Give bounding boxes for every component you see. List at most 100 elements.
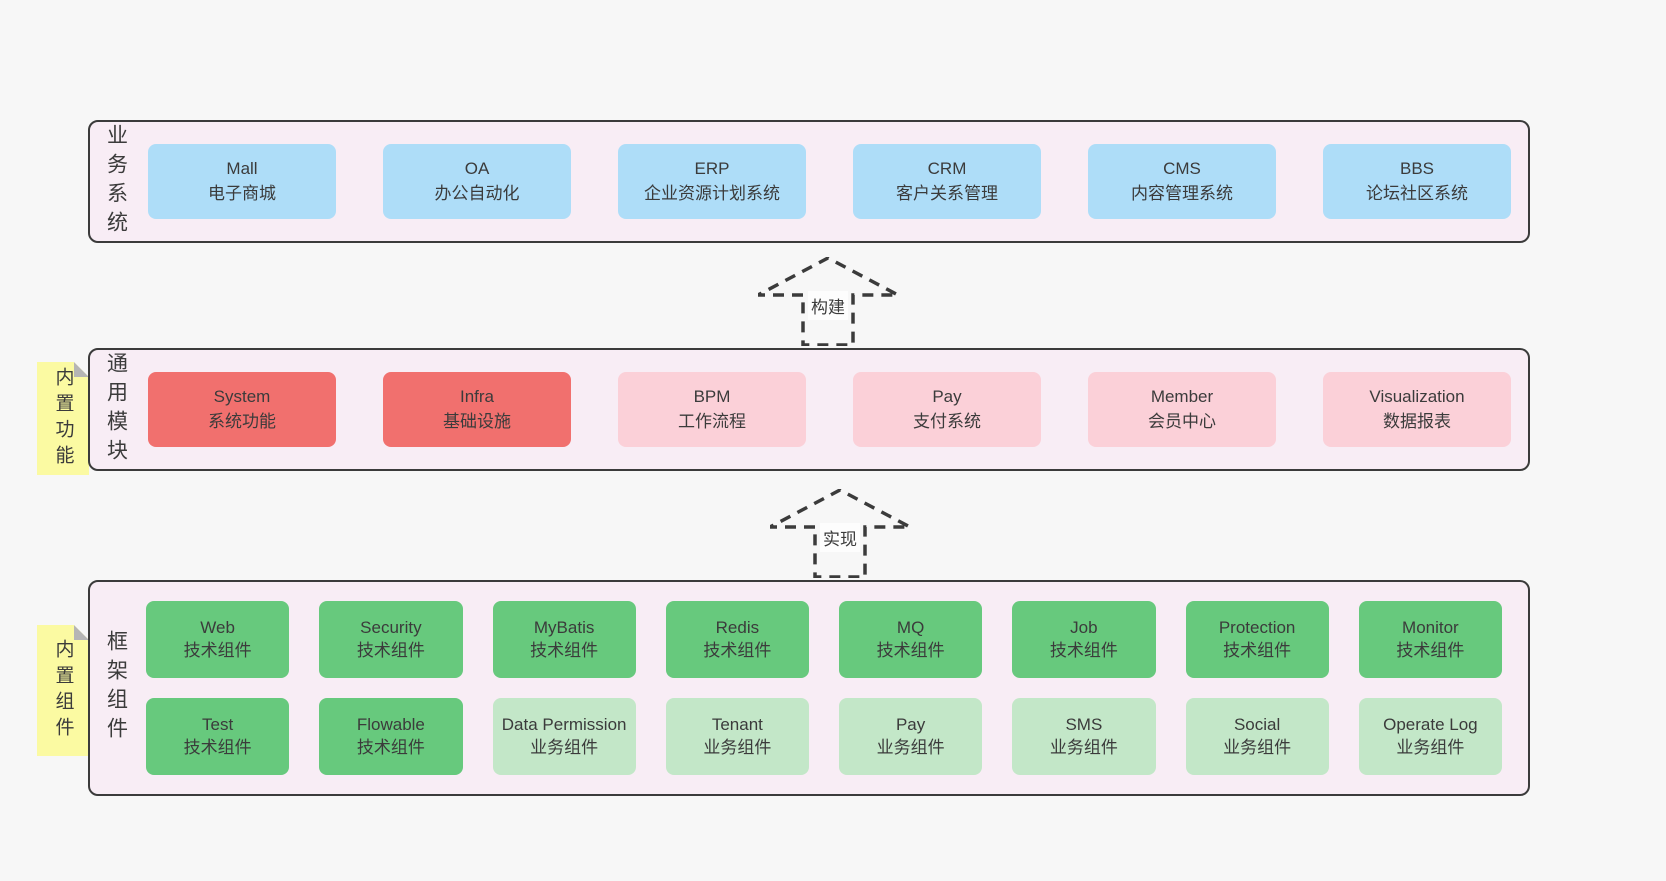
box-desc: 技术组件 bbox=[356, 640, 425, 660]
box-desc: 业务组件 bbox=[1223, 737, 1292, 757]
box-desc: 业务组件 bbox=[703, 737, 772, 757]
box-name: Web bbox=[200, 618, 235, 638]
layer-label-business-systems: 业务系统 bbox=[90, 122, 142, 241]
note-fold-icon bbox=[74, 625, 89, 640]
box-cms: CMS 内容管理系统 bbox=[1088, 144, 1276, 219]
box-desc: 技术组件 bbox=[876, 640, 945, 660]
layer-label-framework-components: 框架组件 bbox=[90, 582, 142, 794]
box-sms: SMS 业务组件 bbox=[1012, 698, 1156, 775]
box-desc: 技术组件 bbox=[703, 640, 772, 660]
box-desc: 技术组件 bbox=[356, 737, 425, 757]
box-desc: 会员中心 bbox=[1148, 411, 1216, 431]
box-name: Protection bbox=[1218, 618, 1296, 638]
box-name: Visualization bbox=[1369, 386, 1465, 406]
box-bbs: BBS 论坛社区系统 bbox=[1323, 144, 1511, 219]
box-name: Social bbox=[1233, 715, 1281, 735]
box-oa: OA 办公自动化 bbox=[383, 144, 571, 219]
build-arrow-label: 构建 bbox=[808, 291, 848, 320]
box-pay-module: Pay 支付系统 bbox=[853, 372, 1041, 447]
business-systems-boxes: Mall 电子商城 OA 办公自动化 ERP 企业资源计划系统 CRM 客户关系… bbox=[142, 122, 1528, 241]
up-arrow-icon bbox=[758, 257, 898, 346]
box-pay-component: Pay 业务组件 bbox=[839, 698, 983, 775]
layer-label-text: 业务系统 bbox=[104, 123, 128, 240]
note-fold-icon bbox=[74, 362, 89, 377]
box-erp: ERP 企业资源计划系统 bbox=[618, 144, 806, 219]
box-tenant: Tenant 业务组件 bbox=[665, 698, 809, 775]
box-desc: 技术组件 bbox=[530, 640, 599, 660]
box-name: Member bbox=[1150, 386, 1214, 406]
box-desc: 技术组件 bbox=[183, 737, 252, 757]
box-name: Data Permission bbox=[501, 715, 627, 735]
box-name: Security bbox=[360, 618, 422, 638]
box-name: SMS bbox=[1065, 715, 1103, 735]
box-name: MyBatis bbox=[533, 618, 595, 638]
box-desc: 数据报表 bbox=[1383, 411, 1451, 431]
box-desc: 论坛社区系统 bbox=[1366, 183, 1468, 203]
box-name: MQ bbox=[896, 618, 925, 638]
note-text: 内置功能 bbox=[52, 366, 74, 471]
note-built-in-components: 内置组件 bbox=[37, 625, 89, 756]
box-name: Job bbox=[1070, 618, 1098, 638]
common-modules-boxes: System 系统功能 Infra 基础设施 BPM 工作流程 Pay 支付系统… bbox=[142, 350, 1528, 469]
box-name: Monitor bbox=[1402, 618, 1459, 638]
box-visualization: Visualization 数据报表 bbox=[1323, 372, 1511, 447]
implement-arrow-label: 实现 bbox=[820, 523, 860, 552]
box-job: Job 技术组件 bbox=[1012, 601, 1156, 678]
box-member: Member 会员中心 bbox=[1088, 372, 1276, 447]
box-bpm: BPM 工作流程 bbox=[618, 372, 806, 447]
box-system: System 系统功能 bbox=[148, 372, 336, 447]
box-flowable: Flowable 技术组件 bbox=[319, 698, 463, 775]
layer-label-text: 通用模块 bbox=[104, 351, 128, 468]
note-text: 内置组件 bbox=[52, 638, 74, 743]
box-desc: 业务组件 bbox=[1396, 737, 1465, 757]
box-desc: 技术组件 bbox=[183, 640, 252, 660]
layer-business-systems: 业务系统 Mall 电子商城 OA 办公自动化 ERP 企业资源计划系统 CRM… bbox=[88, 120, 1530, 243]
box-desc: 内容管理系统 bbox=[1131, 183, 1233, 203]
layer-common-modules: 通用模块 System 系统功能 Infra 基础设施 BPM 工作流程 Pay… bbox=[88, 348, 1530, 471]
box-desc: 电子商城 bbox=[208, 183, 276, 203]
box-desc: 技术组件 bbox=[1049, 640, 1118, 660]
box-security: Security 技术组件 bbox=[319, 601, 463, 678]
box-desc: 系统功能 bbox=[208, 411, 276, 431]
box-redis: Redis 技术组件 bbox=[665, 601, 809, 678]
box-protection: Protection 技术组件 bbox=[1185, 601, 1329, 678]
box-data-permission: Data Permission 业务组件 bbox=[492, 698, 636, 775]
box-desc: 基础设施 bbox=[443, 411, 511, 431]
layer-framework-components: 框架组件 Web 技术组件 Security 技术组件 MyBatis 技术组件… bbox=[88, 580, 1530, 796]
layer-label-common-modules: 通用模块 bbox=[90, 350, 142, 469]
layer-label-text: 框架组件 bbox=[104, 630, 128, 746]
box-mybatis: MyBatis 技术组件 bbox=[492, 601, 636, 678]
box-mall: Mall 电子商城 bbox=[148, 144, 336, 219]
box-name: Pay bbox=[932, 386, 962, 406]
box-name: BPM bbox=[693, 386, 731, 406]
box-web: Web 技术组件 bbox=[146, 601, 290, 678]
box-name: OA bbox=[464, 158, 490, 178]
box-infra: Infra 基础设施 bbox=[383, 372, 571, 447]
box-desc: 客户关系管理 bbox=[896, 183, 998, 203]
box-desc: 办公自动化 bbox=[434, 183, 520, 203]
note-built-in-features: 内置功能 bbox=[37, 362, 89, 475]
box-name: ERP bbox=[694, 158, 730, 178]
box-crm: CRM 客户关系管理 bbox=[853, 144, 1041, 219]
box-name: Pay bbox=[895, 715, 926, 735]
implement-arrow: 实现 bbox=[770, 489, 910, 578]
box-desc: 支付系统 bbox=[913, 411, 981, 431]
up-arrow-icon bbox=[770, 489, 910, 578]
box-social: Social 业务组件 bbox=[1185, 698, 1329, 775]
framework-components-boxes: Web 技术组件 Security 技术组件 MyBatis 技术组件 Redi… bbox=[142, 582, 1528, 794]
box-name: Tenant bbox=[711, 715, 763, 735]
box-test: Test 技术组件 bbox=[146, 698, 290, 775]
box-desc: 业务组件 bbox=[876, 737, 945, 757]
box-desc: 技术组件 bbox=[1223, 640, 1292, 660]
box-mq: MQ 技术组件 bbox=[839, 601, 983, 678]
box-name: BBS bbox=[1399, 158, 1435, 178]
box-desc: 技术组件 bbox=[1396, 640, 1465, 660]
box-name: Flowable bbox=[356, 715, 425, 735]
box-desc: 业务组件 bbox=[530, 737, 599, 757]
box-name: Mall bbox=[226, 158, 258, 178]
box-name: Test bbox=[202, 715, 234, 735]
box-name: Infra bbox=[459, 386, 495, 406]
box-name: System bbox=[213, 386, 271, 406]
box-desc: 工作流程 bbox=[678, 411, 746, 431]
